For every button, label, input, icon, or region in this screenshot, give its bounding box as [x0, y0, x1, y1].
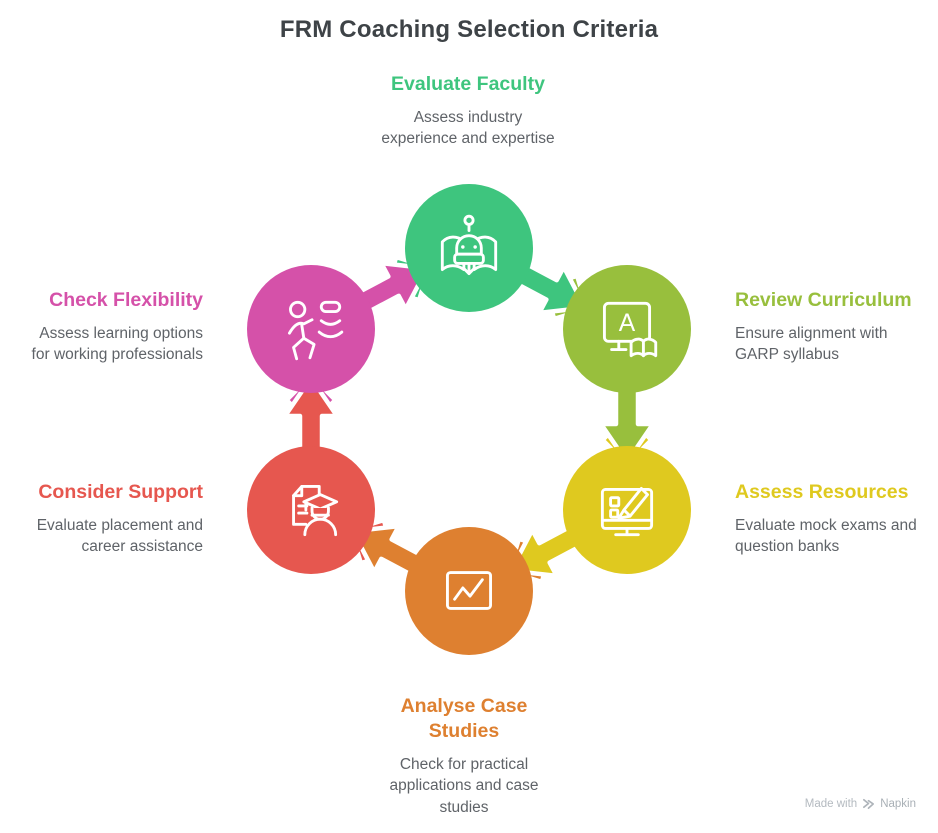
flexibility-active-person-icon [288, 300, 344, 361]
watermark-prefix: Made with [804, 797, 858, 810]
evaluate-faculty-label-block: Evaluate Faculty Assess industry experie… [318, 72, 618, 150]
curriculum-monitor-book-icon: A [602, 301, 658, 358]
review-curriculum-label-block: Review Curriculum Ensure alignment with … [735, 288, 920, 366]
watermark-brand: Napkin [880, 797, 916, 810]
review-curriculum-description: Ensure alignment with GARP syllabus [735, 324, 888, 364]
analyse-case-studies-description: Check for practical applications and cas… [389, 755, 539, 816]
case-studies-chart-icon [446, 571, 492, 610]
support-document-graduate-icon [292, 484, 339, 537]
svg-text:A: A [619, 310, 636, 337]
check-flexibility-heading: Check Flexibility [49, 289, 203, 311]
consider-support-description: Evaluate placement and career assistance [36, 516, 203, 556]
analyse-case-studies-label-block: Analyse Case Studies Check for practical… [344, 694, 584, 818]
consider-support-label-block: Consider Support Evaluate placement and … [18, 480, 203, 558]
node-consider-support [247, 446, 375, 574]
node-circle [563, 265, 691, 393]
faculty-book-robot-icon [440, 214, 498, 276]
napkin-watermark-link[interactable]: Made with Napkin [805, 797, 916, 810]
node-review-curriculum: A [563, 265, 691, 393]
assess-resources-label-block: Assess Resources Evaluate mock exams and… [735, 480, 920, 558]
node-analyse-case-studies [405, 527, 533, 655]
node-circle [405, 527, 533, 655]
check-flexibility-label-block: Check Flexibility Assess learning option… [18, 288, 203, 366]
node-circle [247, 265, 375, 393]
node-assess-resources [563, 446, 691, 574]
check-flexibility-description: Assess learning options for working prof… [31, 324, 203, 364]
node-check-flexibility [247, 265, 375, 393]
resources-checklist-pencil-icon [600, 487, 654, 537]
napkin-logo-icon [863, 798, 875, 809]
review-curriculum-heading: Review Curriculum [735, 289, 912, 311]
page-title: FRM Coaching Selection Criteria [279, 16, 659, 43]
evaluate-faculty-description: Assess industry experience and expertise [381, 108, 555, 148]
consider-support-heading: Consider Support [38, 481, 203, 503]
evaluate-faculty-heading: Evaluate Faculty [391, 73, 545, 95]
assess-resources-heading: Assess Resources [735, 481, 909, 503]
node-evaluate-faculty [405, 184, 533, 312]
assess-resources-description: Evaluate mock exams and question banks [735, 516, 917, 556]
analyse-case-studies-heading: Analyse Case Studies [400, 695, 528, 742]
